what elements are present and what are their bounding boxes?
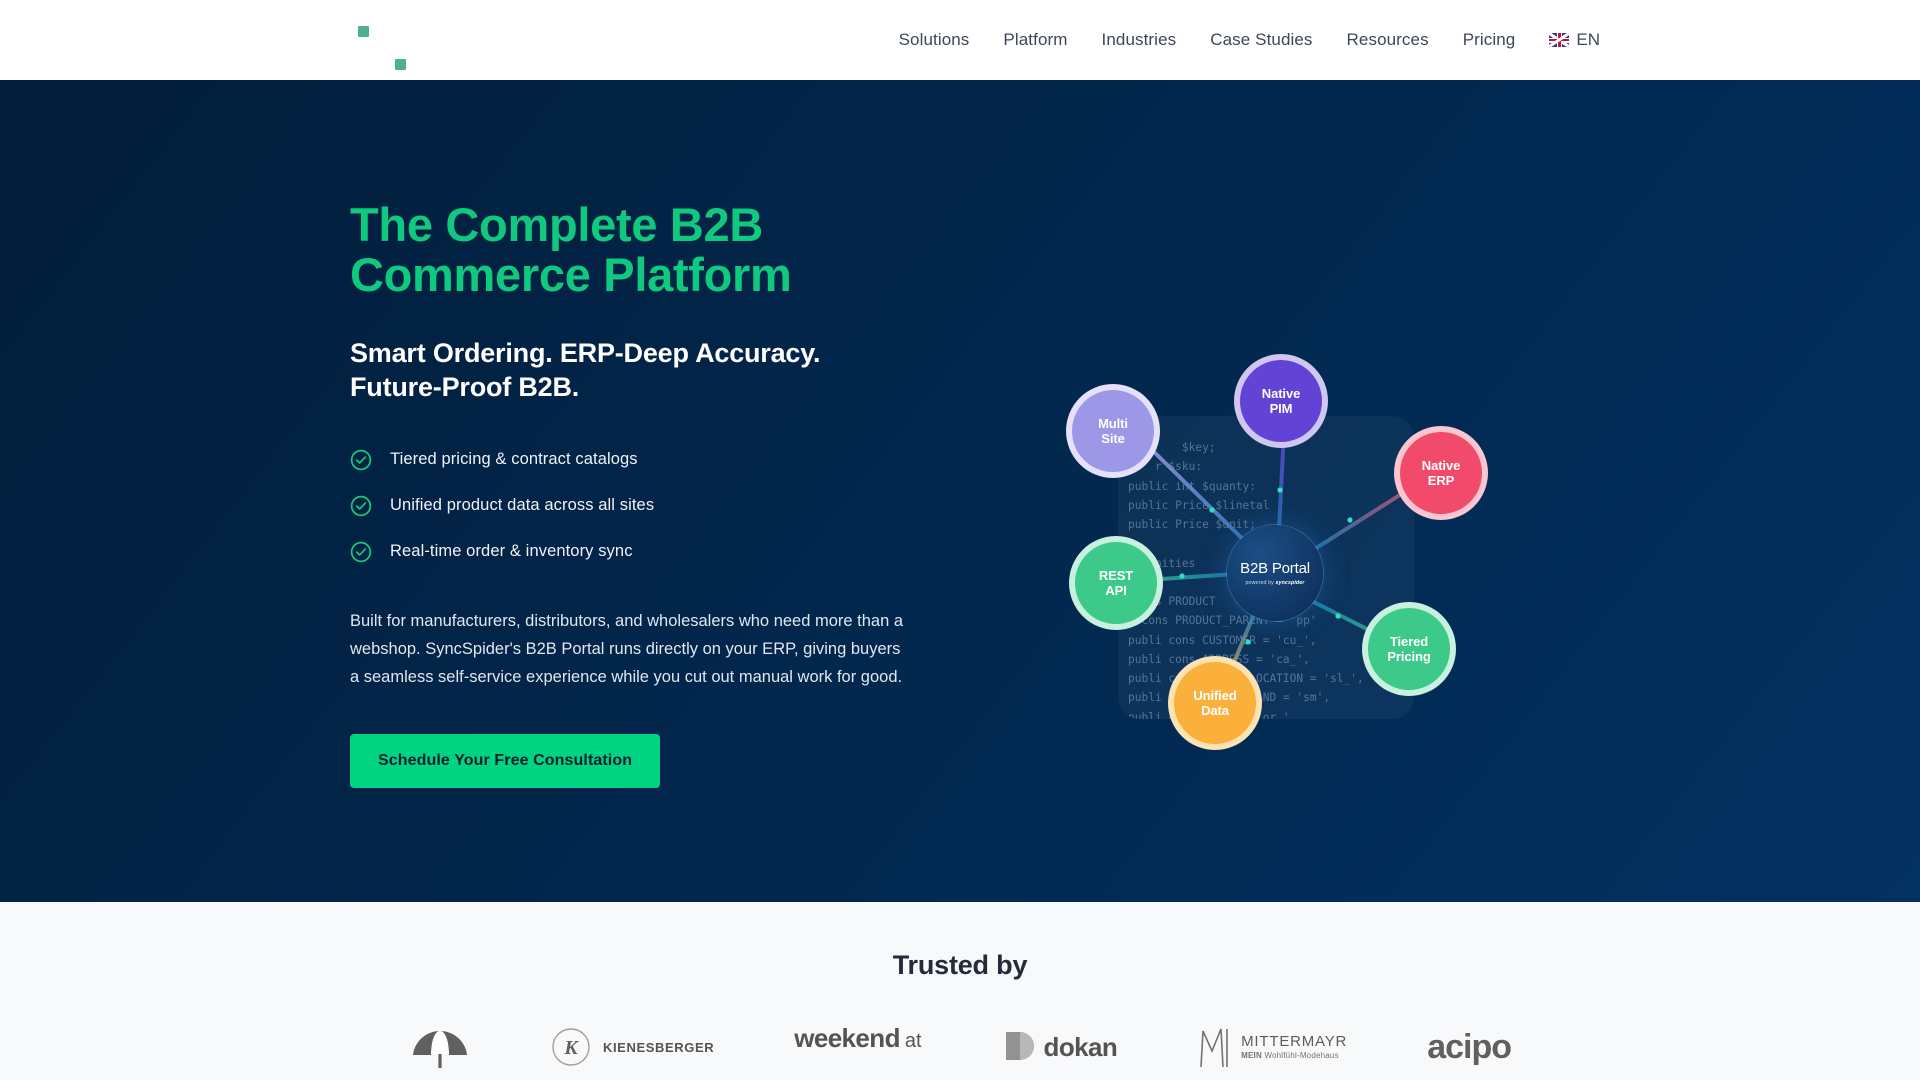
trusted-by-section: Trusted by K KIENESBERGER weekend at: [0, 902, 1920, 1080]
hero-description: Built for manufacturers, distributors, a…: [350, 611, 904, 687]
hub-subtitle-brand: syncspider: [1275, 580, 1305, 586]
hero-feature-list: Tiered pricing & contract catalogs Unifi…: [350, 449, 970, 563]
hero-subtitle: Smart Ordering. ERP-Deep Accuracy. Futur…: [350, 336, 970, 405]
partner-logo-label: dokan: [1043, 1031, 1118, 1062]
check-circle-icon: [350, 495, 372, 516]
partner-logo-suffix: at: [904, 1030, 922, 1052]
mittermayr-text-block: MITTERMAYR MEIN Wohlfühl-Modehaus: [1241, 1034, 1347, 1060]
hub-subtitle-prefix: powered by: [1245, 580, 1274, 586]
nav-item-pricing[interactable]: Pricing: [1462, 30, 1516, 49]
logo-glyph-bottom: [395, 59, 406, 70]
partner-logo-dokan: dokan: [1002, 1023, 1118, 1071]
partner-logo-kienesberger: K KIENESBERGER: [551, 1023, 714, 1071]
site-header: Solutions Platform Industries Case Studi…: [0, 0, 1920, 80]
umbrella-icon: [412, 1031, 467, 1068]
svg-text:K: K: [563, 1037, 579, 1059]
code-snippet-background: $key; r $sku: public int $quanty: public…: [1118, 416, 1414, 719]
check-circle-icon: [350, 541, 372, 562]
hero-title-line-2: Commerce Platform: [350, 247, 792, 301]
nav-item-case-studies[interactable]: Case Studies: [1210, 30, 1313, 49]
syncspider-logo[interactable]: [340, 9, 560, 71]
trusted-by-title: Trusted by: [892, 950, 1028, 980]
page-title: The Complete B2B Commerce Platform: [350, 200, 970, 300]
partner-logo-mittermayr: MITTERMAYR MEIN Wohlfühl-Modehaus: [1197, 1023, 1347, 1071]
nav-item-industries[interactable]: Industries: [1101, 30, 1177, 49]
check-circle-icon: [350, 449, 372, 470]
nav-item-resources[interactable]: Resources: [1346, 30, 1429, 49]
partner-logo-row: K KIENESBERGER weekend at dokan MITTERMA…: [0, 1023, 1920, 1071]
hero-title-line-1: The Complete B2B: [350, 198, 764, 251]
dokan-mark-icon: [1005, 1032, 1034, 1060]
hero-copy: The Complete B2B Commerce Platform Smart…: [350, 80, 970, 788]
feature-item: Tiered pricing & contract catalogs: [350, 449, 970, 471]
language-code: EN: [1576, 30, 1600, 49]
diagram-hub-b2b-portal: B2B Portal powered by syncspider: [1227, 525, 1323, 621]
partner-logo-label: acipo: [1427, 1027, 1512, 1066]
partner-logo-tagline: MEIN Wohlfühl-Modehaus: [1241, 1050, 1339, 1060]
partner-logo-racing: acipo: [1427, 1023, 1512, 1071]
partner-logo-label: KIENESBERGER: [602, 1039, 715, 1055]
hub-subtitle: powered by syncspider: [1246, 580, 1305, 586]
nav-item-solutions[interactable]: Solutions: [898, 30, 970, 49]
feature-label: Tiered pricing & contract catalogs: [390, 450, 638, 469]
feature-item: Real-time order & inventory sync: [350, 541, 970, 563]
feature-label: Unified product data across all sites: [390, 496, 655, 515]
schedule-consultation-button[interactable]: Schedule Your Free Consultation: [350, 733, 661, 788]
logo-glyph-top: [358, 26, 369, 37]
hero-section: The Complete B2B Commerce Platform Smart…: [0, 80, 1920, 902]
partner-logo-umbrella: [409, 1023, 471, 1071]
partner-logo-weekend-at: weekend at: [794, 1023, 921, 1071]
nav-item-platform[interactable]: Platform: [1003, 30, 1068, 49]
language-switcher[interactable]: EN: [1549, 30, 1600, 50]
feature-label: Real-time order & inventory sync: [390, 542, 633, 561]
b2b-portal-diagram: $key; r $sku: public int $quanty: public…: [1060, 360, 1510, 780]
hero-subtitle-line-2: Future-Proof B2B.: [350, 372, 580, 403]
hub-title: B2B Portal: [1240, 560, 1310, 577]
partner-logo-label: weekend: [794, 1023, 900, 1053]
main-navigation: Solutions Platform Industries Case Studi…: [899, 30, 1600, 50]
code-snippet-text: $key; r $sku: public int $quanty: public…: [1128, 441, 1364, 719]
partner-logo-label: MITTERMAYR: [1241, 1032, 1348, 1050]
hero-subtitle-line-1: Smart Ordering. ERP-Deep Accuracy.: [350, 337, 821, 368]
mittermayr-mark-icon: [1200, 1028, 1228, 1068]
kienesberger-mark-icon: K: [552, 1028, 590, 1066]
uk-flag-icon: [1549, 33, 1570, 47]
feature-item: Unified product data across all sites: [350, 495, 970, 517]
